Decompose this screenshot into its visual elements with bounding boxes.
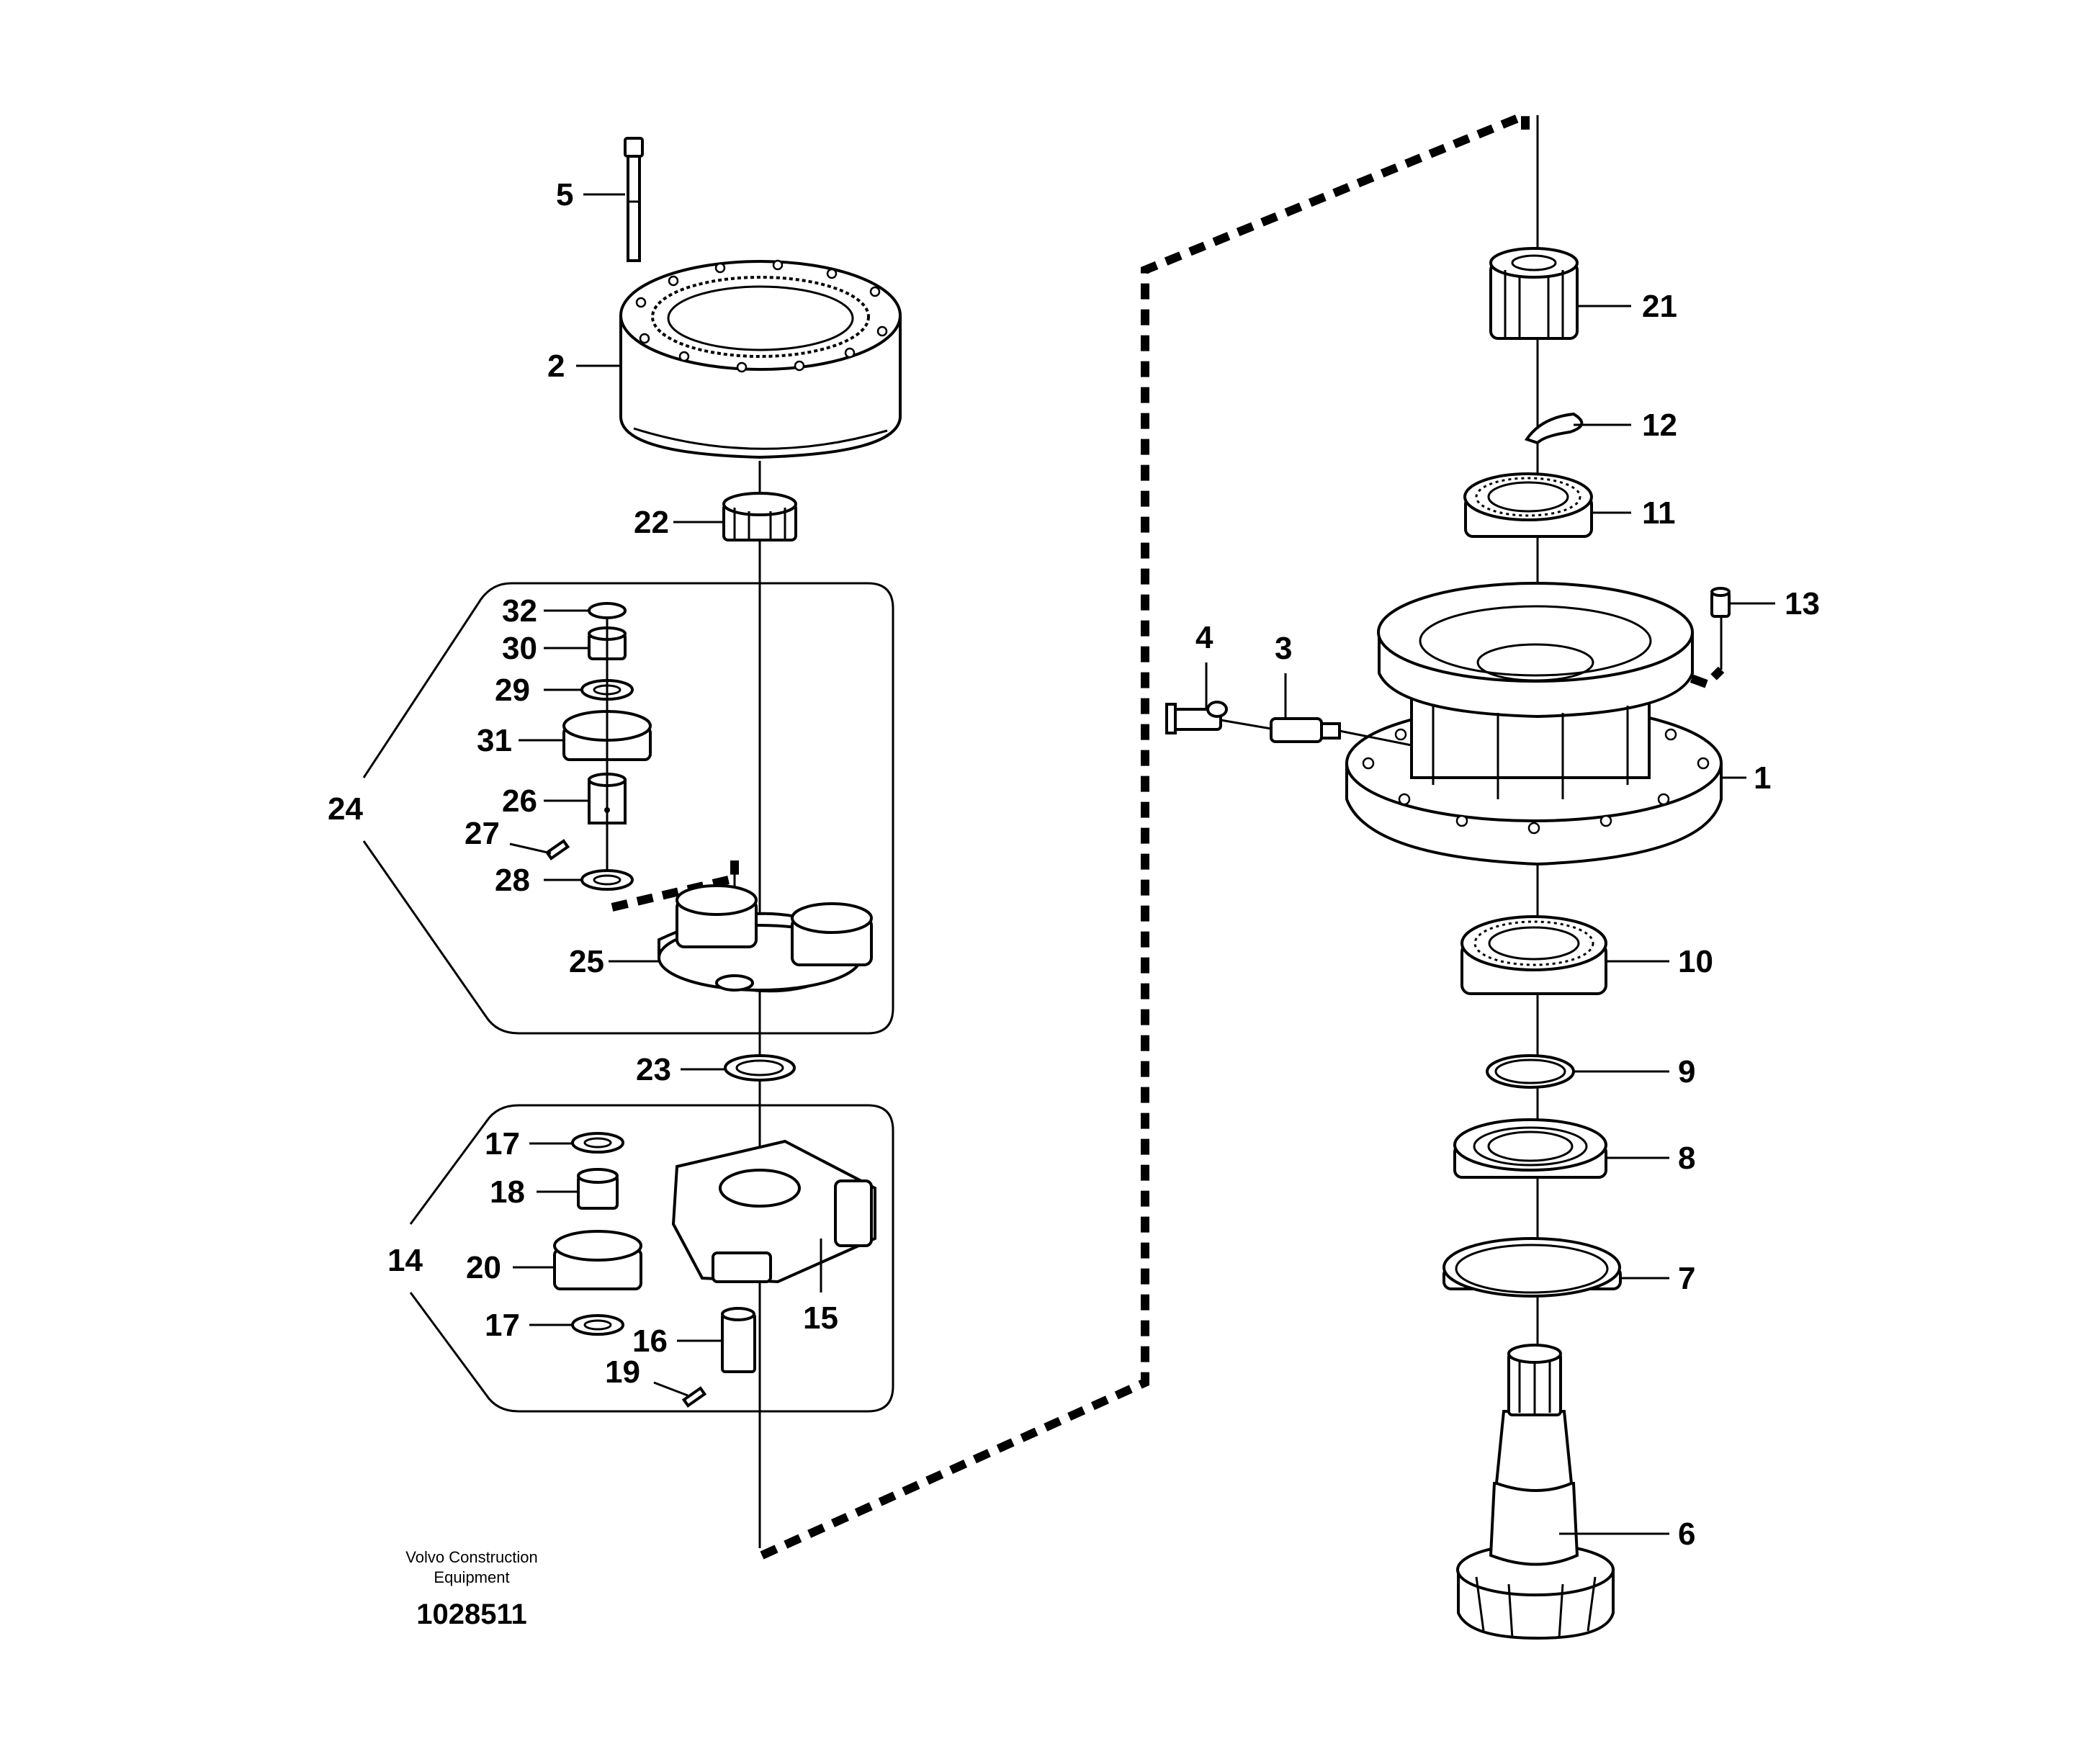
callout-31: 31 — [477, 723, 512, 758]
callout-15: 15 — [803, 1300, 838, 1336]
callout-3: 3 — [1275, 631, 1292, 666]
callout-22: 22 — [634, 505, 669, 540]
snap-ring-12-part — [1524, 412, 1584, 445]
callout-26: 26 — [502, 783, 537, 819]
callout-29: 29 — [495, 673, 530, 708]
plug-connector-line — [1339, 729, 1412, 747]
callout-14: 14 — [387, 1243, 423, 1278]
callout-9: 9 — [1678, 1054, 1695, 1089]
group-24-bracket — [362, 582, 894, 1035]
drive-shaft-6-part — [1456, 1344, 1615, 1640]
o-ring-9-inner — [1494, 1058, 1566, 1084]
callout-32: 32 — [502, 593, 537, 629]
callout-10: 10 — [1678, 944, 1713, 979]
callout-24: 24 — [328, 791, 363, 827]
callout-2: 2 — [547, 349, 565, 384]
brand-line-2: Equipment — [434, 1568, 509, 1586]
callout-20: 20 — [466, 1250, 501, 1285]
bolt-part — [624, 137, 644, 262]
callout-6: 6 — [1678, 1516, 1695, 1552]
callout-8: 8 — [1678, 1141, 1695, 1176]
callout-21: 21 — [1642, 289, 1677, 324]
callout-13: 13 — [1785, 586, 1820, 621]
callout-5: 5 — [556, 177, 573, 212]
callout-27: 27 — [465, 816, 500, 851]
callout-11: 11 — [1642, 495, 1676, 531]
callout-7: 7 — [1678, 1261, 1695, 1296]
ring-gear-part — [619, 259, 902, 459]
planet-gear-set-24-parts — [544, 602, 652, 891]
callout-28: 28 — [495, 863, 530, 898]
group-14-bracket — [409, 1104, 894, 1413]
planet-carrier-25-part — [658, 884, 873, 993]
pin-13-part — [1710, 587, 1731, 618]
callout-17-top: 17 — [485, 1126, 520, 1161]
drawing-number: 1028511 — [416, 1599, 527, 1630]
planet-gear-set-14-parts — [553, 1132, 876, 1408]
bearing-10-part — [1460, 915, 1607, 995]
bearing-11-part — [1463, 472, 1593, 538]
callout-30: 30 — [502, 631, 537, 666]
seal-8-part — [1453, 1118, 1607, 1179]
callout-18: 18 — [490, 1174, 525, 1210]
callout-16: 16 — [632, 1323, 668, 1359]
sensor-connector-line — [1220, 719, 1272, 730]
washer-23-part — [724, 1054, 796, 1082]
plug-3-part — [1270, 717, 1341, 743]
pinion-21-part — [1489, 247, 1579, 340]
callout-25: 25 — [569, 944, 604, 979]
brand-line-1: Volvo Construction — [405, 1548, 537, 1566]
callout-1: 1 — [1754, 760, 1771, 796]
sensor-4-part — [1165, 701, 1228, 734]
callout-23: 23 — [636, 1052, 671, 1087]
callout-17-bottom: 17 — [485, 1308, 520, 1343]
callout-labels: 5 2 22 32 30 29 31 24 26 27 28 25 23 17 … — [328, 177, 1820, 1552]
housing-1-part — [1345, 582, 1723, 866]
callout-leader-lines — [509, 193, 1775, 1535]
title-block: Volvo Construction Equipment 1028511 — [405, 1548, 537, 1630]
callout-4: 4 — [1195, 620, 1213, 655]
seal-ring-7-part — [1442, 1237, 1622, 1298]
callout-12: 12 — [1642, 408, 1677, 443]
pin-path-dashed-line — [1568, 629, 1725, 689]
carrier-path-dashed-line — [611, 860, 739, 912]
assembly-path-dashed-line — [760, 109, 1530, 1560]
callout-19: 19 — [605, 1354, 640, 1390]
sun-gear-22-part — [722, 492, 797, 541]
